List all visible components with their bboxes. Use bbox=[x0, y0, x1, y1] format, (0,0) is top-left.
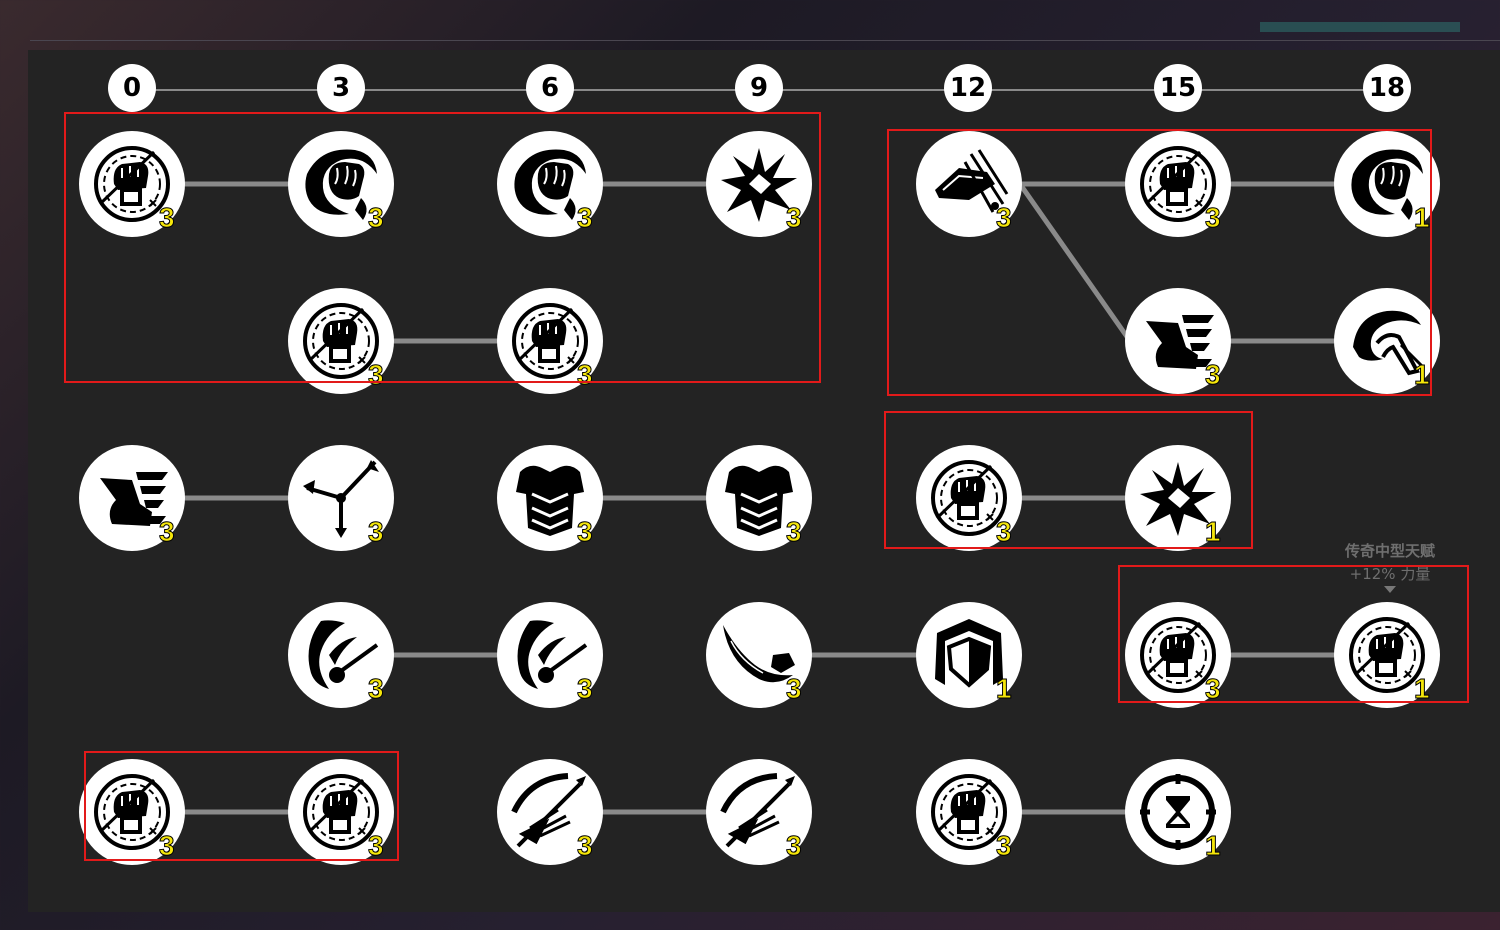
talent-node[interactable]: 3 bbox=[497, 288, 603, 394]
tier-marker-0: 0 bbox=[108, 64, 156, 112]
talent-rank: 3 bbox=[159, 830, 176, 861]
talent-node[interactable]: 1 bbox=[1125, 759, 1231, 865]
talent-rank: 3 bbox=[786, 516, 803, 547]
tier-marker-12: 12 bbox=[944, 64, 992, 112]
talent-node[interactable]: 1 bbox=[1334, 288, 1440, 394]
talent-rank: 3 bbox=[577, 202, 594, 233]
talent-rank: 3 bbox=[1205, 673, 1222, 704]
talent-rank: 1 bbox=[996, 673, 1013, 704]
talent-node[interactable]: 3 bbox=[79, 445, 185, 551]
talent-rank: 1 bbox=[1414, 673, 1431, 704]
talent-node[interactable]: 3 bbox=[497, 602, 603, 708]
talent-rank: 3 bbox=[996, 516, 1013, 547]
highlight-box bbox=[884, 411, 1253, 549]
tier-marker-6: 6 bbox=[526, 64, 574, 112]
talent-node[interactable]: 3 bbox=[497, 131, 603, 237]
talent-rank: 3 bbox=[786, 830, 803, 861]
background-frame bbox=[30, 0, 1500, 41]
talent-node[interactable]: 3 bbox=[706, 445, 812, 551]
talent-rank: 3 bbox=[159, 202, 176, 233]
talent-node[interactable]: 3 bbox=[288, 445, 394, 551]
talent-rank: 3 bbox=[996, 202, 1013, 233]
tier-marker-9: 9 bbox=[735, 64, 783, 112]
talent-node[interactable]: 3 bbox=[1125, 602, 1231, 708]
talent-node[interactable]: 3 bbox=[288, 602, 394, 708]
talent-node[interactable]: 3 bbox=[1125, 288, 1231, 394]
link bbox=[1017, 182, 1133, 343]
highlight-box bbox=[887, 129, 1432, 396]
highlight-box bbox=[84, 751, 399, 861]
tooltip-description: +12% 力量 bbox=[1349, 565, 1431, 583]
talent-node[interactable]: 1 bbox=[1334, 131, 1440, 237]
tooltip-title: 传奇中型天赋 bbox=[1344, 542, 1435, 560]
talent-rank: 3 bbox=[996, 830, 1013, 861]
talent-rank: 3 bbox=[1205, 202, 1222, 233]
talent-rank: 3 bbox=[577, 673, 594, 704]
talent-rank: 1 bbox=[1205, 516, 1222, 547]
talent-node[interactable]: 3 bbox=[497, 759, 603, 865]
highlight-box bbox=[1118, 565, 1469, 703]
talent-rank: 3 bbox=[368, 202, 385, 233]
talent-rank: 3 bbox=[577, 830, 594, 861]
talent-node[interactable]: 3 bbox=[916, 445, 1022, 551]
talent-rank: 1 bbox=[1205, 830, 1222, 861]
talent-node[interactable]: 3 bbox=[706, 602, 812, 708]
talent-rank: 3 bbox=[1205, 359, 1222, 390]
talent-node[interactable]: 1 bbox=[1334, 602, 1440, 708]
talent-rank: 3 bbox=[577, 516, 594, 547]
talent-rank: 1 bbox=[1414, 359, 1431, 390]
talent-rank: 3 bbox=[786, 673, 803, 704]
talent-node[interactable]: 3 bbox=[916, 131, 1022, 237]
talent-node[interactable]: 3 bbox=[1125, 131, 1231, 237]
talent-node[interactable]: 3 bbox=[79, 759, 185, 865]
talent-node[interactable]: 3 bbox=[497, 445, 603, 551]
talent-node[interactable]: 3 bbox=[79, 131, 185, 237]
tier-marker-18: 18 bbox=[1363, 64, 1411, 112]
talent-node[interactable]: 3 bbox=[706, 131, 812, 237]
talent-rank: 3 bbox=[786, 202, 803, 233]
talent-node[interactable]: 1 bbox=[1125, 445, 1231, 551]
talent-rank: 3 bbox=[159, 516, 176, 547]
talent-node[interactable]: 3 bbox=[706, 759, 812, 865]
talent-node[interactable]: 3 bbox=[916, 759, 1022, 865]
talent-tooltip: 传奇中型天赋 +12% 力量 bbox=[1300, 540, 1480, 593]
tier-marker-3: 3 bbox=[317, 64, 365, 112]
talent-node[interactable]: 1 bbox=[916, 602, 1022, 708]
talent-node[interactable]: 3 bbox=[288, 131, 394, 237]
background-accent bbox=[1260, 22, 1460, 32]
talent-rank: 3 bbox=[368, 516, 385, 547]
talent-node[interactable]: 3 bbox=[288, 759, 394, 865]
highlight-box bbox=[64, 112, 821, 383]
tier-marker-15: 15 bbox=[1154, 64, 1202, 112]
tooltip-arrow-icon bbox=[1384, 586, 1396, 593]
talent-rank: 3 bbox=[368, 830, 385, 861]
talent-rank: 1 bbox=[1414, 202, 1431, 233]
talent-rank: 3 bbox=[368, 673, 385, 704]
